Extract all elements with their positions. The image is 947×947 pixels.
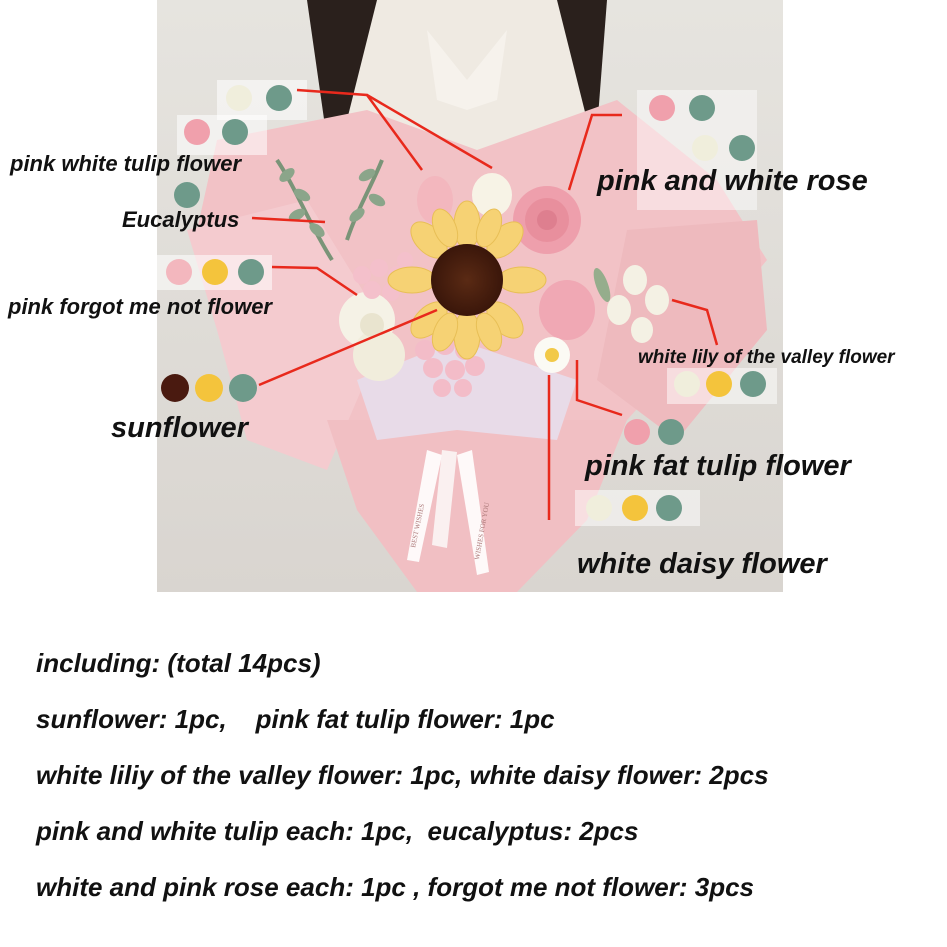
collar: [427, 30, 507, 110]
pink-fat-tulip: [539, 280, 595, 340]
description-line-2: sunflower: 1pc, pink fat tulip flower: 1…: [36, 704, 555, 734]
ribbon-mid: [432, 450, 457, 548]
label-lily-of-the-valley: white lily of the valley flower: [638, 347, 895, 368]
description-line-5: white and pink rose each: 1pc , forgot m…: [36, 872, 755, 902]
ribbon-right: [457, 450, 489, 575]
ribbon-left: [407, 450, 442, 562]
label-eucalyptus: Eucalyptus: [122, 207, 240, 232]
label-forgot-me-not: pink forgot me not flower: [8, 294, 272, 319]
pink-white-tulip-white: [472, 173, 512, 217]
lily-leaves: [593, 267, 611, 303]
description-line-3: white liliy of the valley flower: 1pc, w…: [36, 760, 769, 790]
description-line-4: pink and white tulip each: 1pc, eucalypt…: [36, 816, 639, 846]
label-pink-white-tulip: pink white tulip flower: [10, 151, 241, 176]
bouquet-photo: WISHES FOR YOU BEST WISHES: [157, 0, 783, 592]
white-daisy: [534, 337, 570, 373]
lily-of-the-valley: [607, 265, 669, 343]
label-pink-white-rose: pink and white rose: [597, 165, 868, 197]
pointer-lines: [251, 88, 719, 520]
white-rose-2: [353, 329, 405, 381]
sunflower: [387, 200, 547, 360]
label-sunflower: sunflower: [111, 412, 248, 444]
eucalyptus: [275, 158, 384, 262]
description-line-1: including: (total 14pcs): [36, 648, 321, 678]
label-white-daisy: white daisy flower: [577, 548, 827, 580]
label-pink-fat-tulip: pink fat tulip flower: [585, 450, 851, 482]
eucalyptus-leaves: [279, 168, 386, 237]
yarn-swatches: [157, 80, 777, 526]
